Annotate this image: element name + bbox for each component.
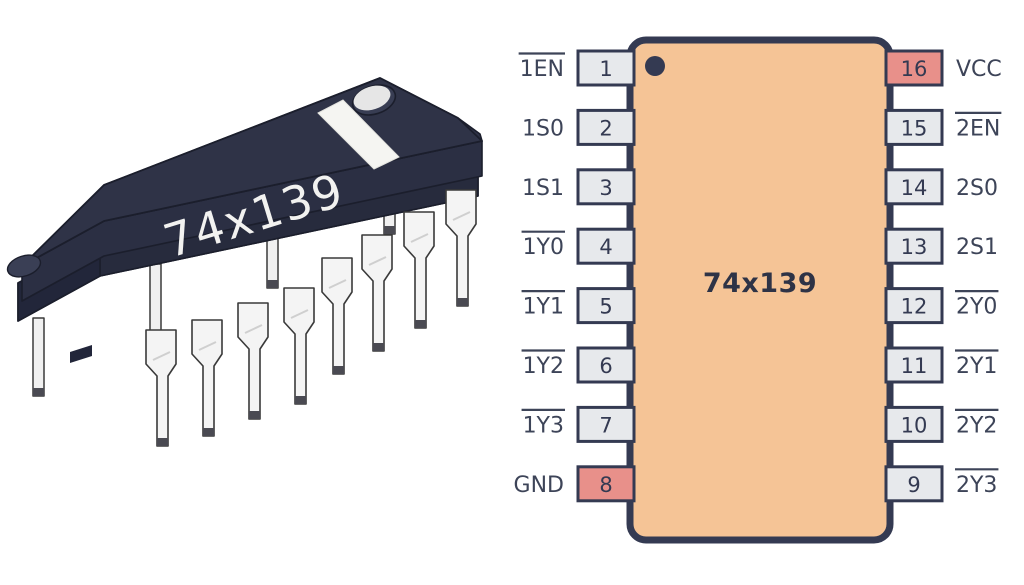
pin-row[interactable]: 16 VCC [884, 49, 1002, 87]
pin-number-box[interactable] [884, 465, 944, 503]
pin-number-box[interactable] [884, 287, 944, 325]
pin-number-box[interactable] [576, 168, 636, 206]
pin-number-box[interactable] [884, 346, 944, 384]
pin-label: 1Y1 [523, 295, 564, 320]
pin-row[interactable]: 13 2S1 [884, 227, 998, 265]
pin-number-box[interactable] [576, 227, 636, 265]
pin-row[interactable]: 4 1Y0 [523, 227, 636, 265]
pin-label: GND [514, 473, 564, 498]
pin-number-box[interactable] [576, 287, 636, 325]
pin-row[interactable]: 11 2Y1 [884, 346, 997, 384]
pin-row[interactable]: 5 1Y1 [523, 287, 636, 325]
pin-label: 2Y3 [956, 473, 997, 498]
pin-label: 2S1 [956, 235, 998, 260]
pin-label: 1S1 [522, 176, 564, 201]
pin-label: 1EN [520, 57, 564, 82]
pin-row[interactable]: 14 2S0 [884, 168, 998, 206]
pin-number: 4 [599, 235, 612, 259]
pin-label: 2Y1 [956, 354, 997, 379]
pin-number: 12 [901, 295, 928, 319]
pin-number: 15 [901, 116, 928, 140]
right-pin-group: 16 VCC 15 2EN 14 2S0 13 2S1 12 2Y0 11 2Y1 10 2Y2 9 2Y3 [884, 49, 1002, 503]
pin-number-box[interactable] [884, 49, 944, 87]
pin-number: 11 [901, 354, 928, 378]
pin-label: 2Y0 [956, 295, 997, 320]
pin-label: VCC [956, 57, 1002, 82]
pin-number-box[interactable] [884, 108, 944, 146]
pin-number-box[interactable] [576, 49, 636, 87]
left-pin-group: 1 1EN 2 1S0 3 1S1 4 1Y0 5 1Y1 6 1Y2 7 1Y3 8 GND [514, 49, 636, 503]
dip-package-illustration: 74x139 [6, 77, 483, 447]
pin-label: 1Y2 [523, 354, 564, 379]
chip-body-label: 74x139 [703, 268, 817, 299]
pin-number-box[interactable] [884, 405, 944, 443]
pin-row[interactable]: 3 1S1 [522, 168, 636, 206]
orientation-dot-icon [645, 56, 665, 76]
pin-number-box[interactable] [884, 168, 944, 206]
pin-number-box[interactable] [576, 346, 636, 384]
package-pin1-dimple [351, 84, 397, 116]
package-body: 74x139 [6, 77, 483, 363]
pin-row[interactable]: 6 1Y2 [523, 346, 636, 384]
pin-number-box[interactable] [576, 108, 636, 146]
pin-number: 8 [599, 473, 612, 497]
pin-label: 1Y0 [523, 235, 564, 260]
pin-number: 6 [599, 354, 612, 378]
package-notch-stripe [317, 99, 400, 170]
package-secondary-dimple [6, 254, 42, 278]
pin-row[interactable]: 12 2Y0 [884, 287, 997, 325]
pin-number: 16 [901, 57, 928, 81]
pin-number: 3 [599, 176, 612, 200]
pin-number: 1 [599, 57, 612, 81]
pin-number: 14 [901, 176, 928, 200]
pin-number: 13 [901, 235, 928, 259]
pin-label: 2Y2 [956, 413, 997, 438]
pin-number: 7 [599, 413, 612, 437]
pin-label: 1Y3 [523, 413, 564, 438]
pin-row[interactable]: 7 1Y3 [523, 405, 636, 443]
pin-number-box[interactable] [576, 465, 636, 503]
pin-row[interactable]: 1 1EN [520, 49, 636, 87]
pin-row[interactable]: 15 2EN [884, 108, 1000, 146]
pin-label: 2S0 [956, 176, 998, 201]
package-underside-tab [70, 345, 92, 363]
pin-row[interactable]: 10 2Y2 [884, 405, 997, 443]
pin-number: 2 [599, 116, 612, 140]
pin-label: 2EN [956, 116, 1000, 141]
pin-row[interactable]: 8 GND [514, 465, 636, 503]
pin-row[interactable]: 2 1S0 [522, 108, 636, 146]
pin-number: 10 [901, 413, 928, 437]
pin-number-box[interactable] [576, 405, 636, 443]
pin-number: 5 [599, 295, 612, 319]
pin-number-box[interactable] [884, 227, 944, 265]
pin-row[interactable]: 9 2Y3 [884, 465, 997, 503]
pin-label: 1S0 [522, 116, 564, 141]
pin-number: 9 [907, 473, 920, 497]
